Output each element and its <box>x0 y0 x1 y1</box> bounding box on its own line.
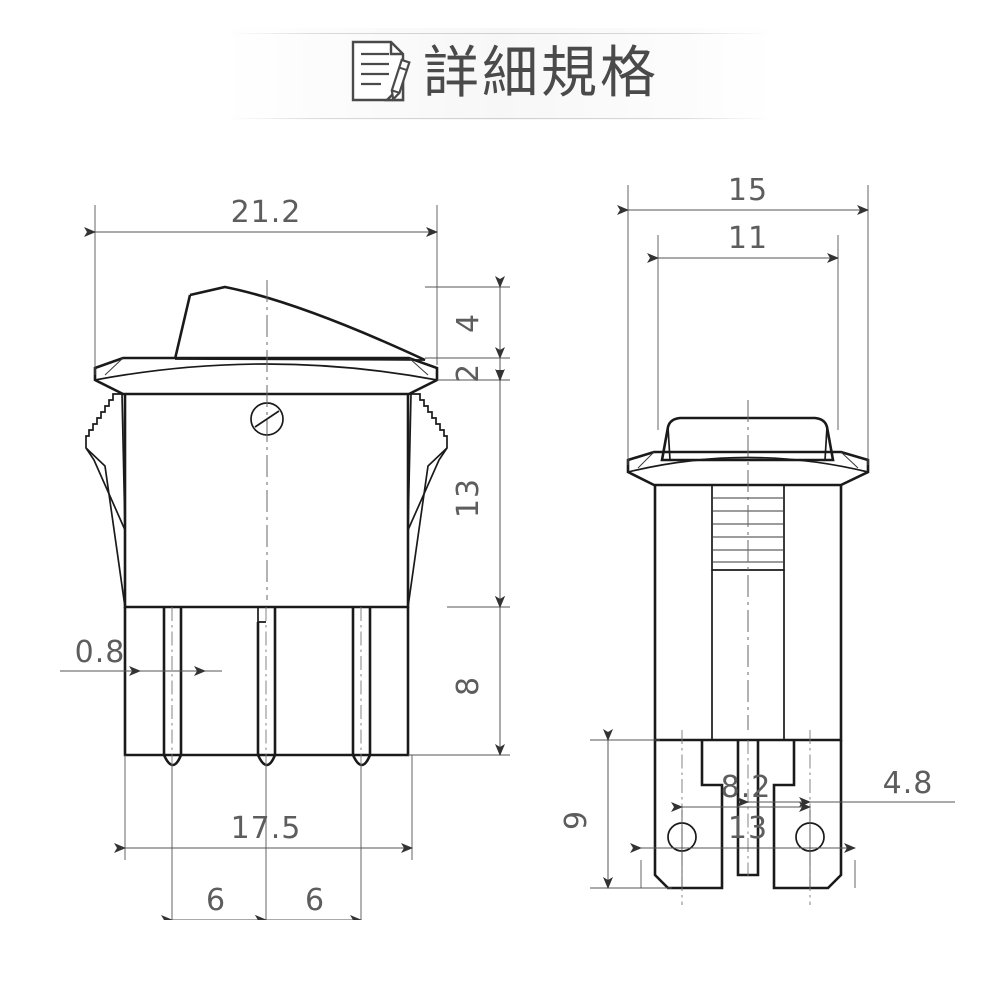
dimension-body-height: 13 <box>447 369 510 608</box>
dimension-label: 9 <box>559 810 594 830</box>
dimension-label: 0.8 <box>75 635 126 670</box>
bezel-flange <box>93 356 439 396</box>
dimension-label: 13 <box>728 811 768 846</box>
dimension-side-bezel-width: 15 <box>617 173 869 465</box>
dimension-overall-width: 21.2 <box>84 195 438 375</box>
dimension-label: 8 <box>451 676 486 696</box>
snap-clip-left <box>85 393 126 608</box>
dimension-label: 11 <box>728 221 768 256</box>
header-band <box>0 28 1000 120</box>
dimension-label: 17.5 <box>231 811 302 846</box>
dimension-cap-height: 4 <box>425 276 510 359</box>
dimension-label: 6 <box>305 883 325 918</box>
dimension-side-cap-width: 11 <box>647 221 839 430</box>
dimension-side-terminal-spacing: 8.2 <box>671 770 811 888</box>
front-view: 21.2 4 2 13 <box>60 195 510 920</box>
switch-body-side <box>653 485 843 742</box>
header-rule-top <box>230 33 770 34</box>
dimension-pin-thickness: 0.8 <box>60 635 222 676</box>
dimension-side-terminal-offset: 4.8 <box>737 766 955 807</box>
dimension-label: 2 <box>451 363 486 383</box>
dimension-label: 13 <box>451 478 486 518</box>
dimension-label: 21.2 <box>231 195 302 230</box>
technical-drawing: 21.2 4 2 13 <box>60 173 955 920</box>
rocker-cap-side <box>660 416 835 462</box>
page-title: 詳細規格 <box>423 41 659 106</box>
header: 詳細規格 <box>0 28 1000 120</box>
terminal-block-front <box>123 607 410 767</box>
dimension-terminal-height: 8 <box>408 596 510 756</box>
dimension-label: 4 <box>451 313 486 333</box>
dimension-label: 8.2 <box>721 770 772 805</box>
document-pen-icon <box>341 34 417 114</box>
dimension-label: 15 <box>728 173 768 208</box>
dimension-label: 4.8 <box>883 766 934 801</box>
dimension-bezel-height: 2 <box>437 358 510 383</box>
snap-clip-right <box>407 393 448 608</box>
header-rule-bottom <box>230 118 770 119</box>
dimension-label: 6 <box>206 883 226 918</box>
rocker-cap <box>173 285 426 362</box>
dimension-side-terminal-height: 9 <box>559 729 672 889</box>
side-view: 15 11 9 4.8 <box>559 173 955 905</box>
dimension-body-width: 17.5 <box>114 755 413 860</box>
dimension-side-body-width: 13 <box>630 811 856 888</box>
bezel-flange-side <box>626 450 870 487</box>
